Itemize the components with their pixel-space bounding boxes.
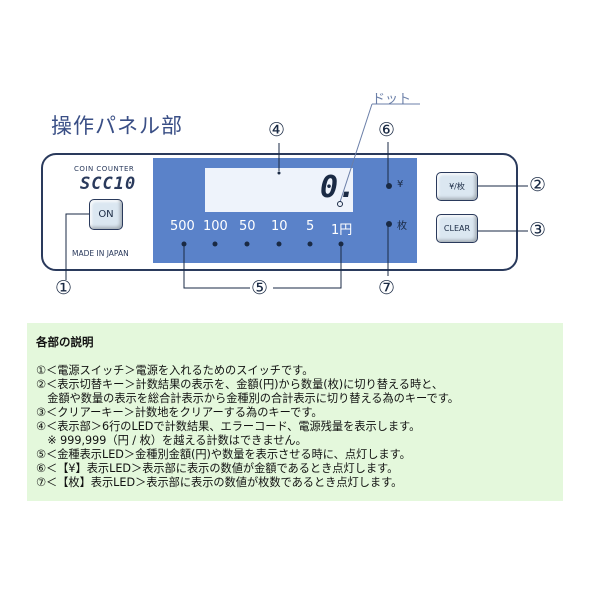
lcd-screen <box>205 168 353 212</box>
denom-led <box>338 241 344 247</box>
denom-led <box>244 241 250 247</box>
yen-led <box>386 183 392 189</box>
model-label: SCC10 <box>80 174 137 194</box>
denomination-label: 1円 <box>331 223 353 238</box>
callout-3: ③ <box>529 219 547 241</box>
denom-led <box>276 241 282 247</box>
count-led <box>386 221 392 227</box>
brand-label: COIN COUNTER <box>74 165 135 173</box>
denom-led <box>181 241 187 247</box>
display-toggle-button[interactable]: ¥/枚 <box>436 172 478 201</box>
callout-6: ⑥ <box>378 119 396 141</box>
description-line: ③＜クリアーキー＞計数地をクリアーする為のキーです。 <box>36 406 323 419</box>
count-led-label: 枚 <box>397 221 407 232</box>
description-line: ④＜表示部＞6行のLEDで計数結果、エラーコード、電源残量を表示します。 <box>36 420 421 433</box>
description-line: ※ 999,999（円 / 枚）を越える計数はできません。 <box>36 434 307 447</box>
dot-callout-label: ドット <box>372 92 412 107</box>
denomination-label: 500 <box>170 219 195 234</box>
description-line: 金額や数量の表示を総合計表示から金種別の合計表示に切り替える為のキーです。 <box>36 392 459 405</box>
denom-led <box>212 241 218 247</box>
power-button[interactable]: ON <box>89 199 123 230</box>
yen-led-label: ¥ <box>397 179 404 190</box>
callout-7: ⑦ <box>378 277 396 299</box>
description-line: ⑥＜【¥】表示LED＞表示部に表示の数値が金額であるとき点灯します。 <box>36 462 399 475</box>
description-line: ⑦＜【枚】表示LED＞表示部に表示の数値が枚数であるとき点灯します。 <box>36 476 403 489</box>
callout-1: ① <box>55 277 73 299</box>
denomination-label: 50 <box>239 219 256 234</box>
clear-button[interactable]: CLEAR <box>436 214 478 243</box>
lcd-digit: 0. <box>320 170 357 205</box>
description-line: ⑤＜金種表示LED＞金種別金額(円)や数量を表示させる時に、点灯します。 <box>36 448 411 461</box>
description-line: ②＜表示切替キー＞計数結果の表示を、金額(円)から数量(枚)に切り替える時と、 <box>36 378 444 391</box>
denomination-label: 5 <box>306 219 315 234</box>
denomination-label: 10 <box>271 219 288 234</box>
denomination-label: 100 <box>203 219 228 234</box>
panel-diagram <box>41 103 528 289</box>
callout-2: ② <box>529 174 547 196</box>
denom-led <box>307 241 313 247</box>
callout-4: ④ <box>268 119 286 141</box>
description-line: ①＜電源スイッチ＞電源を入れるためのスイッチです。 <box>36 364 314 377</box>
description-box <box>27 323 563 501</box>
callout-5: ⑤ <box>251 277 269 299</box>
made-in-label: MADE IN JAPAN <box>72 249 129 258</box>
page-title: 操作パネル部 <box>51 114 183 138</box>
description-title: 各部の説明 <box>36 335 94 349</box>
